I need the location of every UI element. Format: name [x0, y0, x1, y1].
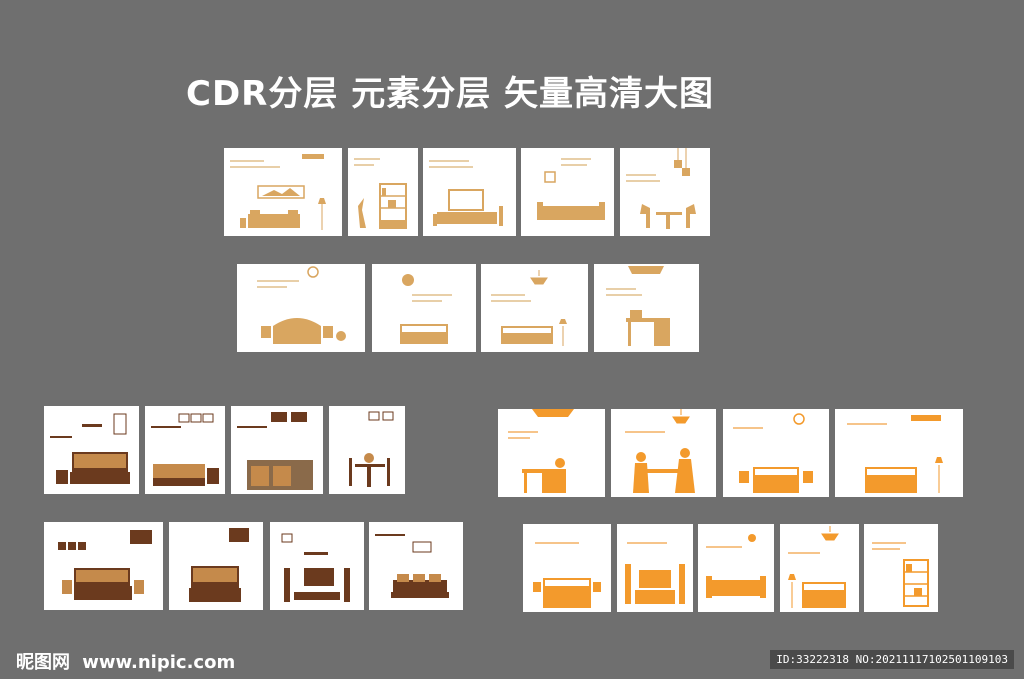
panel-gold-5: [620, 148, 710, 236]
panel-gold-9: [594, 264, 699, 352]
orange-bedroom-clock-illustration: [733, 413, 813, 493]
brown-master-bed-illustration: [58, 530, 152, 600]
bedroom-chandelier-illustration: [400, 274, 452, 344]
master-bedroom-illustration: [257, 266, 346, 344]
panel-brown-5: [44, 522, 163, 610]
panel-brown-2: [145, 406, 225, 494]
bedroom-illustration: [230, 154, 326, 230]
panel-gold-1: [224, 148, 342, 236]
image-id-badge: ID:33222318 NO:20211117102501109103: [770, 650, 1014, 669]
orange-desk-illustration: [508, 409, 574, 493]
panel-gold-3: [423, 148, 516, 236]
panel-orange-8: [780, 524, 859, 612]
page-title: CDR分层 元素分层 矢量高清大图: [186, 74, 715, 114]
orange-single-bed-illustration: [533, 542, 601, 608]
panel-brown-4: [329, 406, 405, 494]
orange-couple-illustration: [625, 409, 695, 493]
orange-bed-lamp-illustration: [847, 415, 943, 493]
brown-bedroom-illustration: [50, 413, 130, 484]
site-watermark: 昵图网 www.nipic.com: [16, 648, 235, 674]
panel-orange-7: [698, 524, 774, 612]
sofa-illustration: [537, 158, 605, 220]
desk-illustration: [606, 266, 670, 346]
brown-dining-illustration: [349, 411, 394, 487]
study-illustration: [354, 158, 407, 229]
panel-gold-8: [481, 264, 588, 352]
kitchen-illustration: [237, 412, 313, 490]
brown-bed-illustration: [151, 413, 219, 486]
brown-single-bed-illustration: [189, 528, 249, 602]
panel-orange-6: [617, 524, 693, 612]
orange-chandelier-bed-illustration: [788, 526, 846, 608]
panel-brown-3: [231, 406, 323, 494]
panel-brown-7: [270, 522, 364, 610]
panel-brown-6: [169, 522, 263, 610]
panel-orange-4: [835, 409, 963, 497]
panel-gold-6: [237, 264, 365, 352]
watermark-logo: 昵图网: [16, 652, 70, 673]
panel-orange-5: [523, 524, 611, 612]
tv-wall-illustration: [281, 533, 350, 602]
living-room-illustration: [429, 160, 503, 226]
orange-sofa-illustration: [706, 534, 766, 598]
panel-orange-3: [723, 409, 829, 497]
panel-gold-2: [348, 148, 418, 236]
watermark-site: www.nipic.com: [82, 652, 236, 673]
panel-brown-8: [369, 522, 463, 610]
orange-bookshelf-illustration: [872, 542, 929, 607]
panel-orange-1: [498, 409, 605, 497]
panel-gold-4: [521, 148, 614, 236]
panel-brown-1: [44, 406, 139, 494]
orange-tv-illustration: [625, 542, 685, 604]
dining-illustration: [626, 148, 696, 229]
panel-orange-2: [611, 409, 716, 497]
panel-gold-7: [372, 264, 476, 352]
guest-bedroom-illustration: [491, 270, 567, 346]
panel-orange-9: [864, 524, 938, 612]
brown-sofa-illustration: [375, 534, 449, 598]
